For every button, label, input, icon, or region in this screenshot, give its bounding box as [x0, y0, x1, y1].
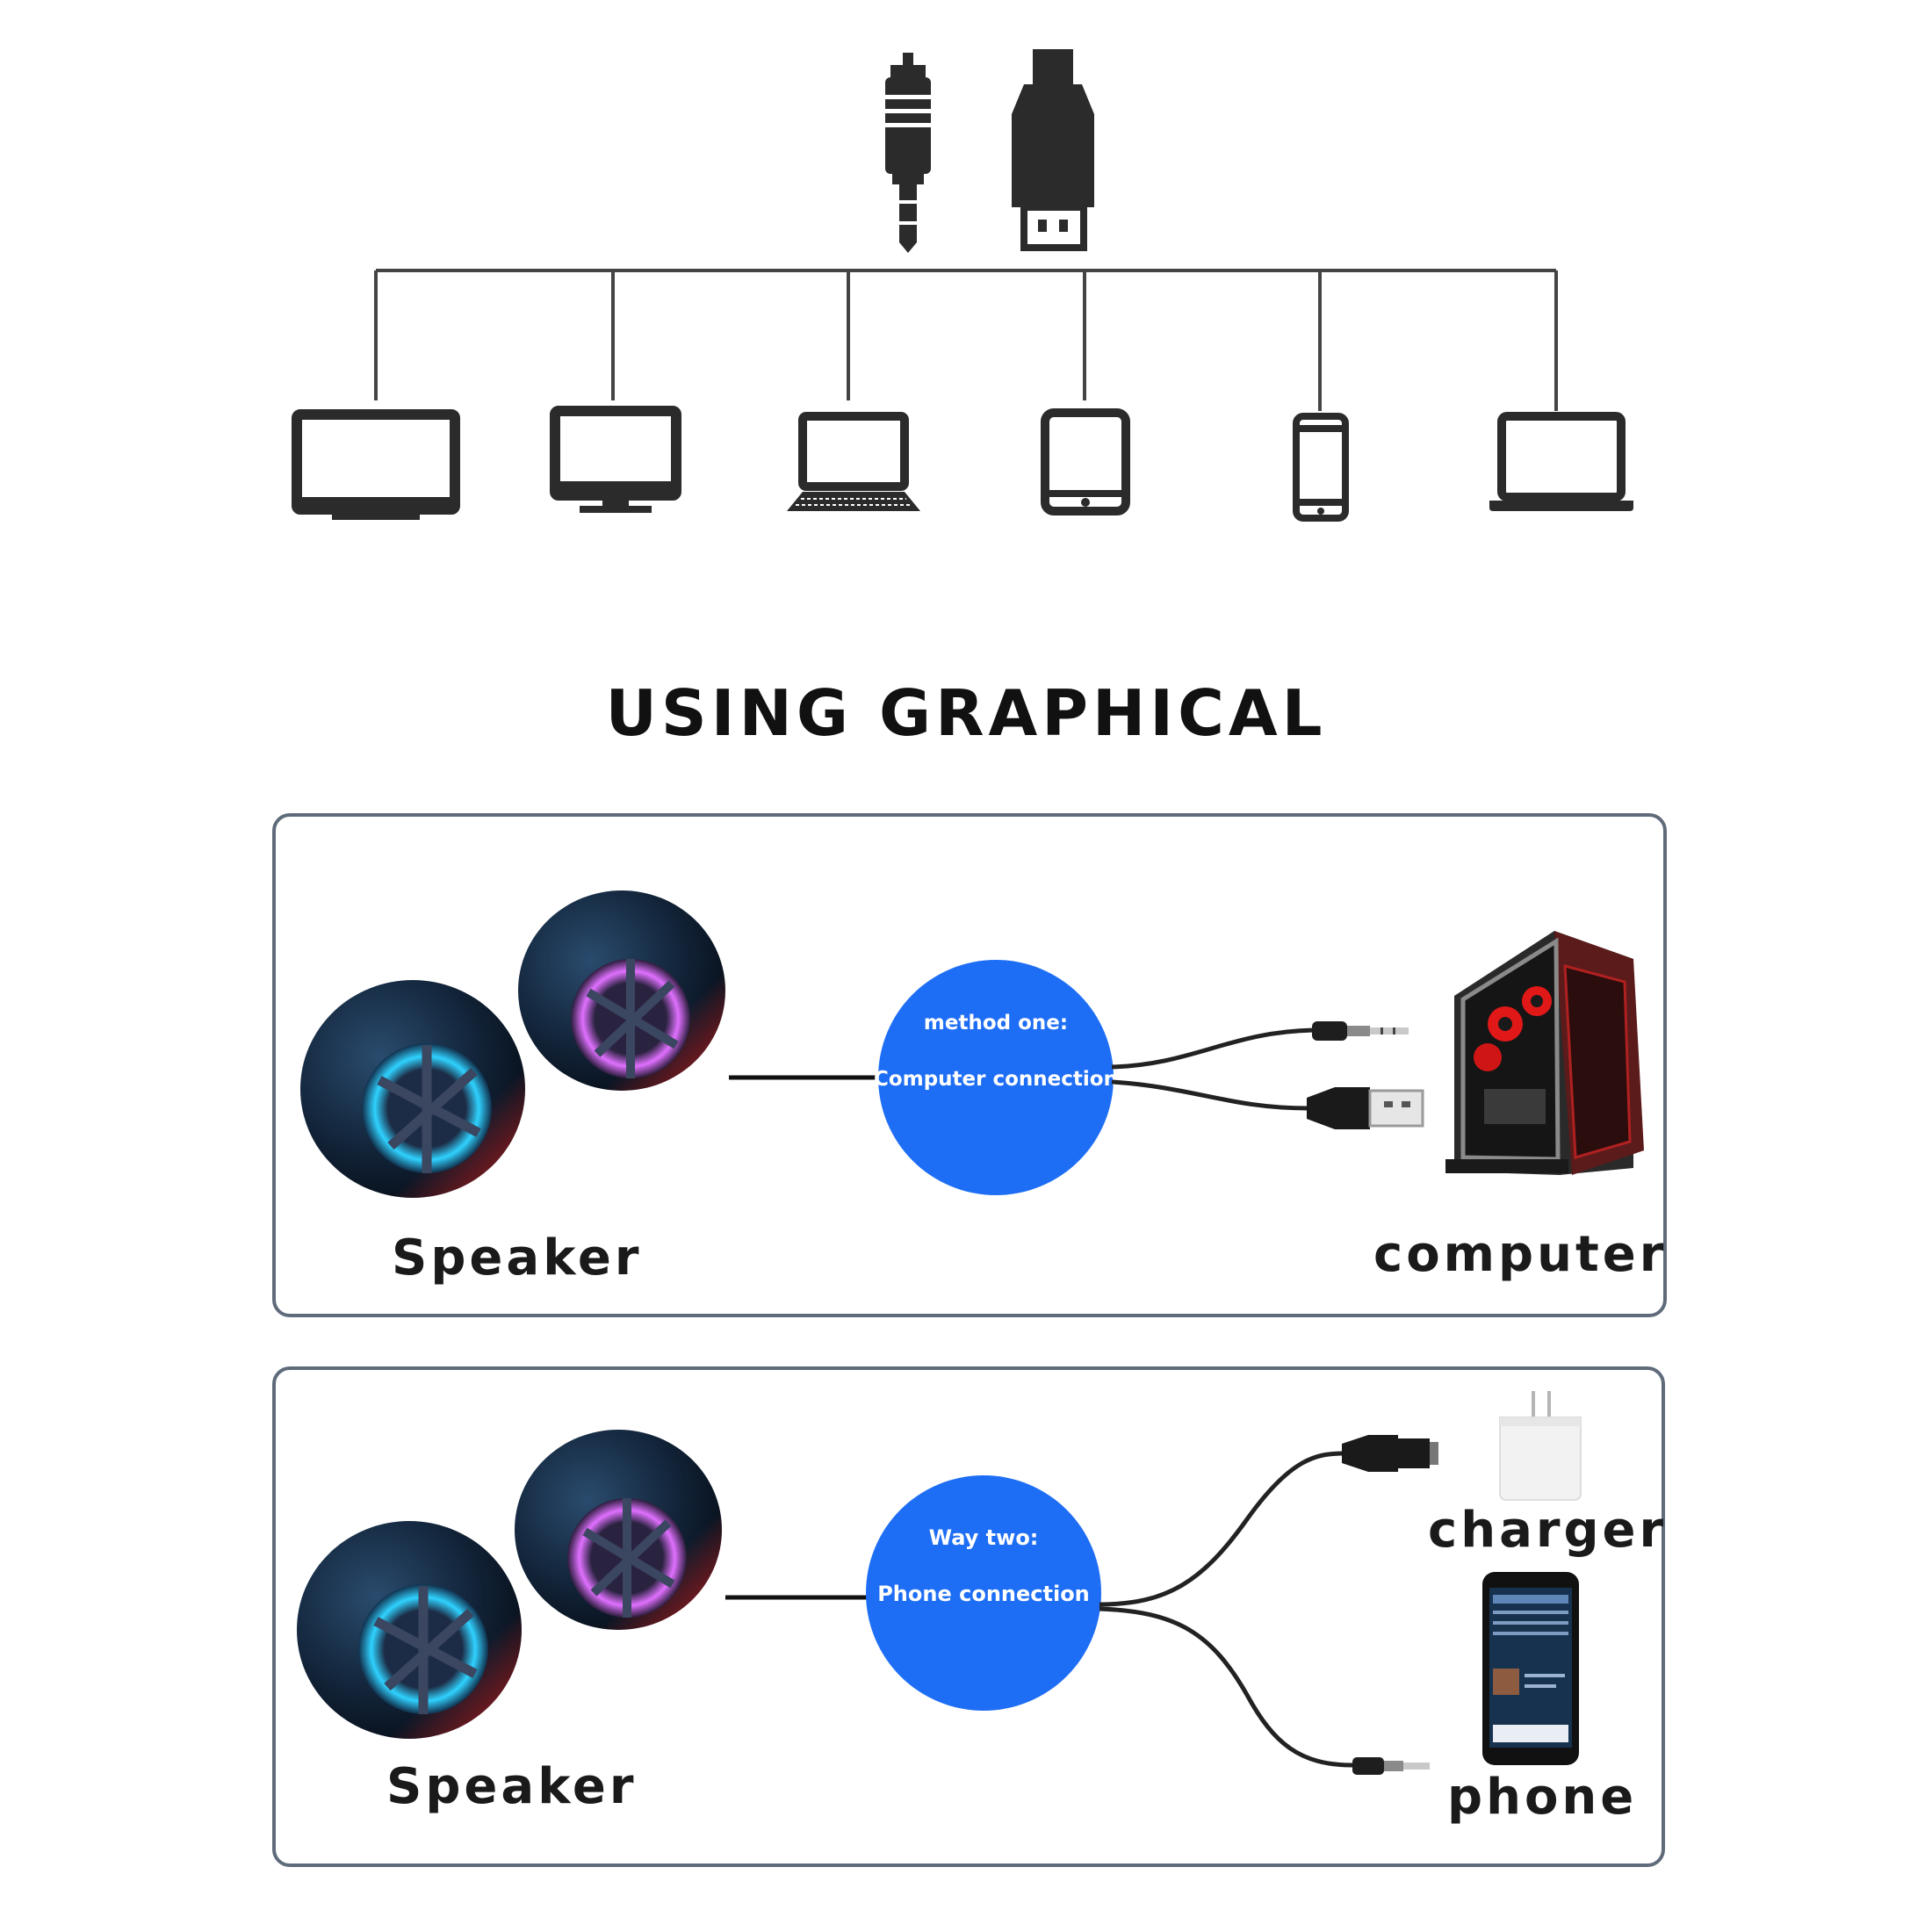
split-cable-2: [1099, 1451, 1353, 1768]
computer-label: computer: [1373, 1226, 1668, 1283]
device-compatibility-diagram: [292, 49, 1633, 522]
charger-label: charger: [1428, 1502, 1668, 1559]
monitor-icon: [550, 406, 681, 513]
audio-jack-plug-2: [1352, 1757, 1430, 1775]
speaker-label: Speaker: [392, 1229, 643, 1287]
speaker-front: [300, 980, 525, 1198]
way-two-circle-title: Way two:: [929, 1525, 1039, 1550]
way-two-panel: [272, 1366, 1665, 1867]
method-one-circle-subtitle: Computer connection: [874, 1068, 1118, 1091]
computer-tower-image: [1445, 931, 1644, 1175]
notebook-icon: [1489, 412, 1633, 511]
speaker-front: [297, 1521, 522, 1739]
speaker-pair-image: [300, 890, 725, 1198]
way-two-circle-subtitle: Phone connection: [877, 1582, 1090, 1606]
usb-plug-charger: [1342, 1435, 1438, 1472]
charger-image: [1499, 1391, 1582, 1501]
audio-jack-icon: [885, 53, 931, 253]
page-title: USING GRAPHICAL: [605, 676, 1327, 750]
speaker-label-2: Speaker: [386, 1758, 638, 1815]
phone-label: phone: [1447, 1769, 1638, 1826]
tablet-icon: [1041, 408, 1130, 515]
laptop-icon: [787, 412, 920, 511]
usb-a-plug: [1307, 1087, 1424, 1129]
method-one-circle: method one: Computer connection: [874, 960, 1118, 1195]
phone-icon: [1293, 413, 1349, 522]
method-one-circle-title: method one:: [924, 1012, 1068, 1034]
speaker-rear: [515, 1430, 722, 1630]
usb-plug-icon: [1012, 49, 1094, 251]
split-cable: [1111, 1027, 1315, 1111]
way-two-circle: Way two: Phone connection: [866, 1475, 1101, 1711]
tv-icon: [292, 409, 460, 520]
speaker-rear: [518, 890, 725, 1091]
phone-image: [1482, 1572, 1579, 1765]
connection-lines: [374, 269, 1558, 411]
speaker-pair-image-2: [297, 1430, 722, 1739]
audio-jack-plug: [1312, 1021, 1409, 1041]
